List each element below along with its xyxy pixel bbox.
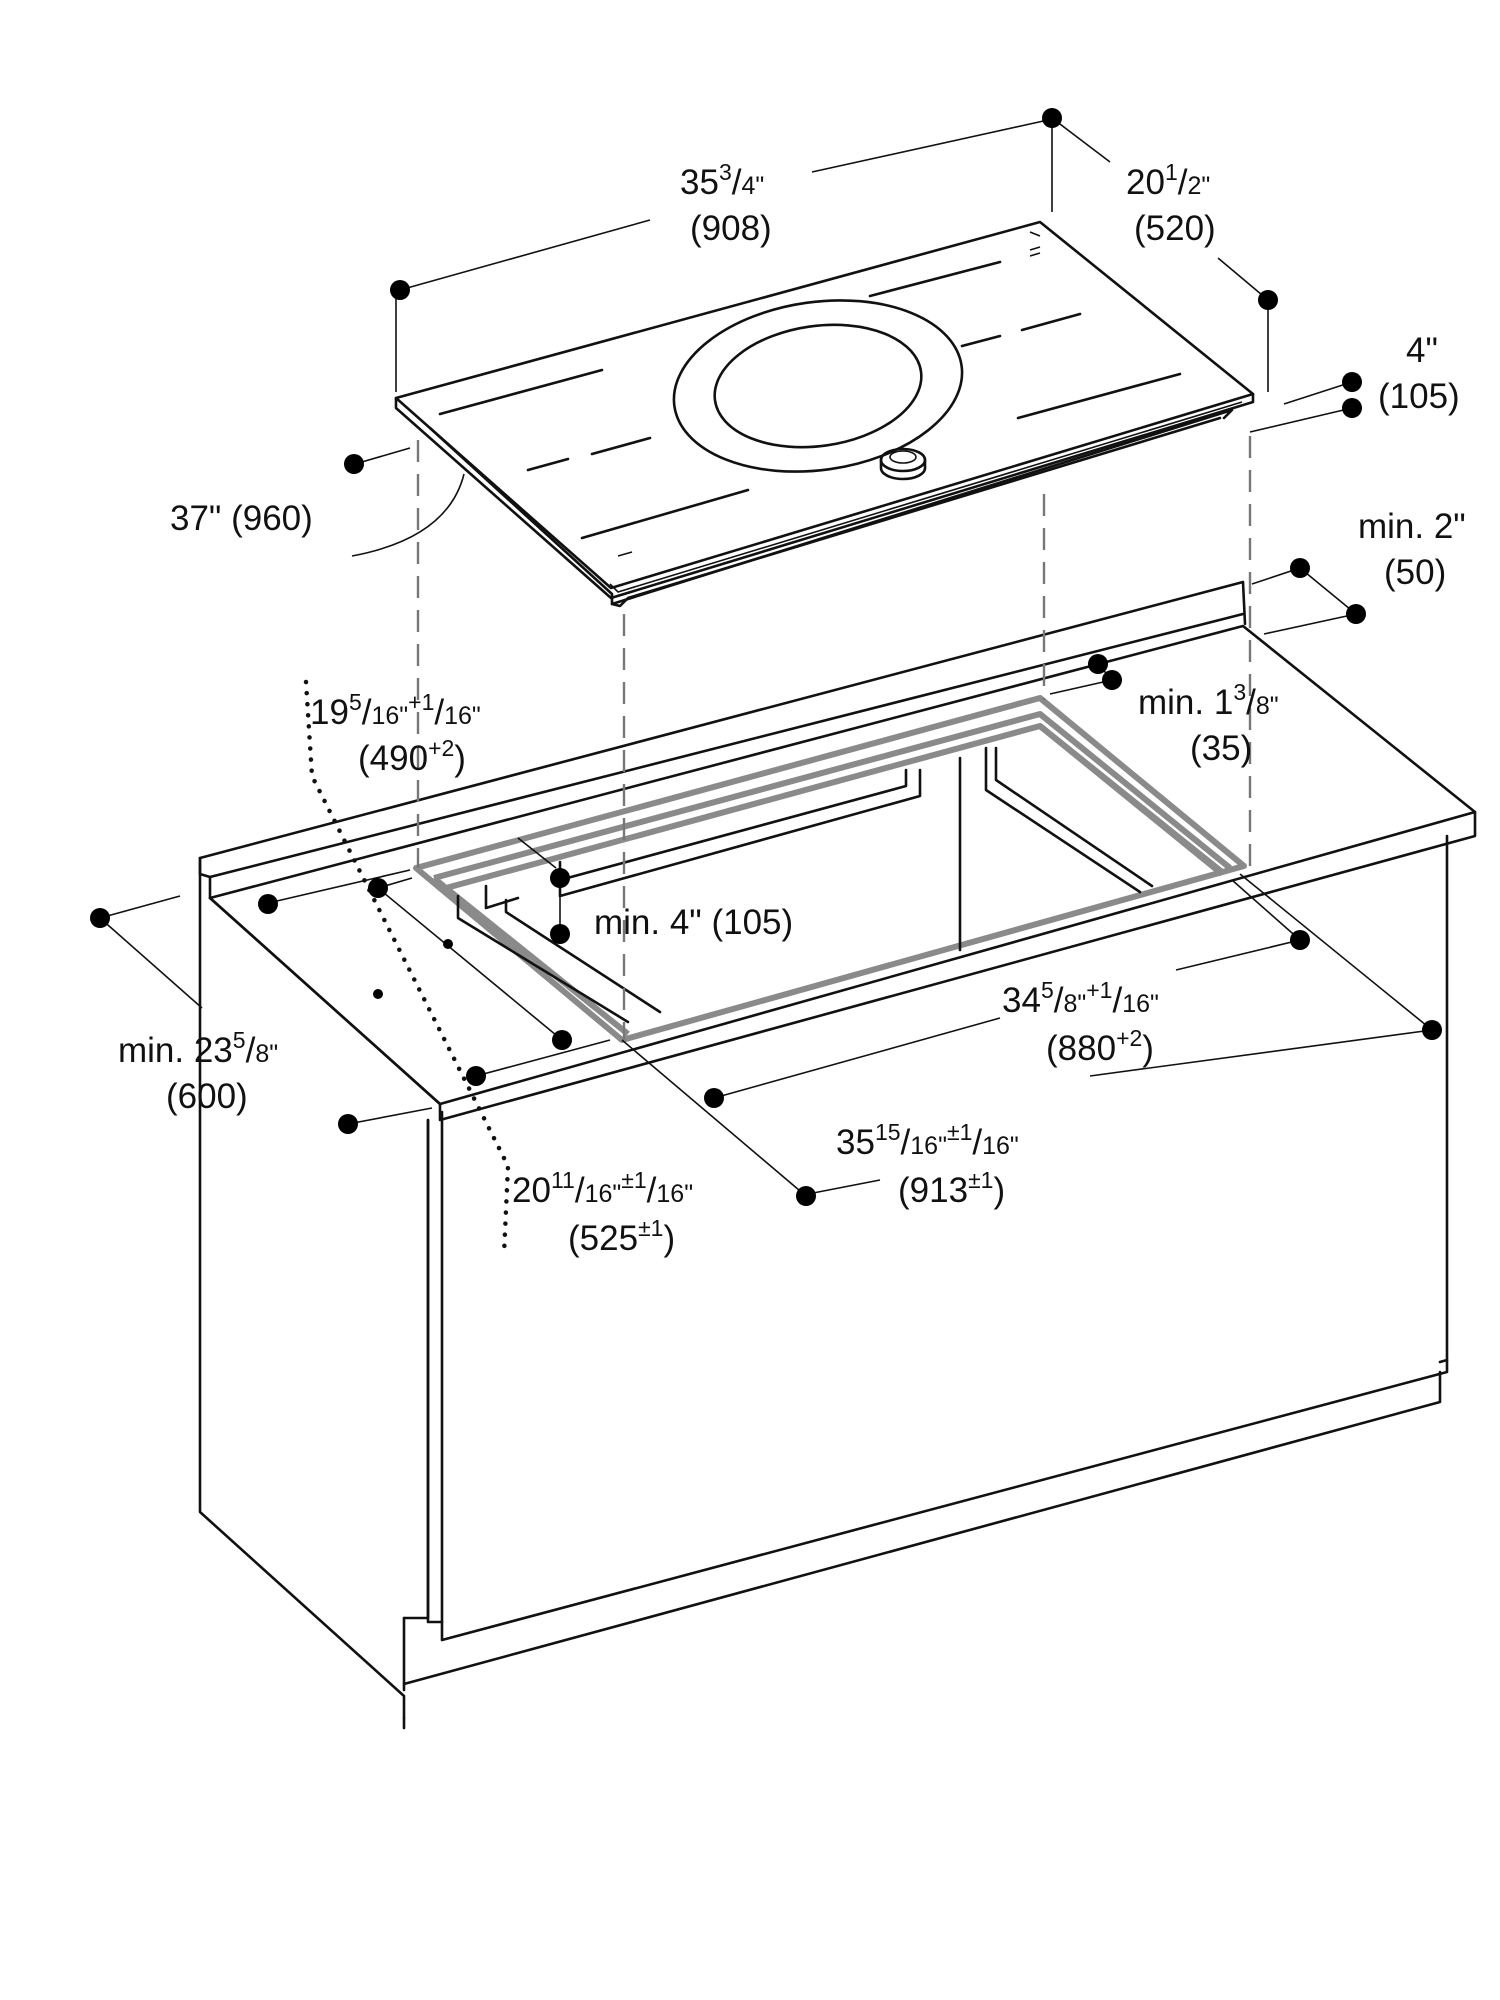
svg-text:min. 2": min. 2" xyxy=(1358,507,1466,546)
countertop-cutout xyxy=(413,695,1247,1043)
svg-text:(525±1): (525±1) xyxy=(568,1215,675,1258)
label-front-clearance: min. 4" (105) xyxy=(594,903,793,942)
svg-text:(880+2): (880+2) xyxy=(1046,1025,1154,1068)
svg-text:(600): (600) xyxy=(166,1077,248,1116)
cooktop xyxy=(394,220,1255,608)
svg-text:(520): (520) xyxy=(1134,209,1216,248)
centerline-dotted xyxy=(303,679,511,1257)
label-cooktop-width: 353/4" (908) xyxy=(680,159,772,248)
svg-text:353/4": 353/4" xyxy=(680,159,764,202)
svg-text:(490+2): (490+2) xyxy=(358,735,466,778)
svg-text:4": 4" xyxy=(1406,331,1438,370)
svg-text:(913±1): (913±1) xyxy=(898,1167,1005,1210)
svg-text:(50): (50) xyxy=(1384,553,1446,592)
svg-text:2011/16"±1/16": 2011/16"±1/16" xyxy=(512,1167,693,1210)
label-cooktop-depth: 201/2" (520) xyxy=(1126,159,1216,248)
cabinet xyxy=(198,580,1477,1730)
label-cutout-width: 345/8"+1/16" (880+2) xyxy=(1002,977,1159,1068)
cooktop-zone-marks xyxy=(438,246,1182,557)
label-frame-depth: 2011/16"±1/16" (525±1) xyxy=(512,1167,693,1258)
label-overall-height: 37" (960) xyxy=(170,499,313,538)
label-frame-width: 3515/16"±1/16" (913±1) xyxy=(836,1119,1019,1210)
svg-text:201/2": 201/2" xyxy=(1126,159,1210,202)
svg-text:345/8"+1/16": 345/8"+1/16" xyxy=(1002,977,1159,1020)
label-cutout-depth: 195/16"+1/16" (490+2) xyxy=(310,689,481,778)
svg-text:min. 235/8": min. 235/8" xyxy=(118,1027,278,1070)
control-knob xyxy=(879,447,927,481)
label-cooktop-height: 4" (105) xyxy=(1378,331,1460,416)
projection-lines xyxy=(416,436,1252,1040)
label-side-clearance: min. 13/8" (35) xyxy=(1138,679,1279,768)
dimension-lines xyxy=(99,117,1433,1197)
svg-text:195/16"+1/16": 195/16"+1/16" xyxy=(310,689,481,732)
center-burner xyxy=(672,299,964,473)
dimension-endpoints xyxy=(90,108,1442,1206)
svg-text:(35): (35) xyxy=(1190,729,1252,768)
svg-text:(908): (908) xyxy=(690,209,772,248)
label-countertop-depth: min. 235/8" (600) xyxy=(118,1027,278,1116)
svg-text:(105): (105) xyxy=(1378,377,1460,416)
svg-text:min. 13/8": min. 13/8" xyxy=(1138,679,1279,722)
svg-text:3515/16"±1/16": 3515/16"±1/16" xyxy=(836,1119,1019,1162)
label-rear-clearance: min. 2" (50) xyxy=(1358,507,1466,592)
